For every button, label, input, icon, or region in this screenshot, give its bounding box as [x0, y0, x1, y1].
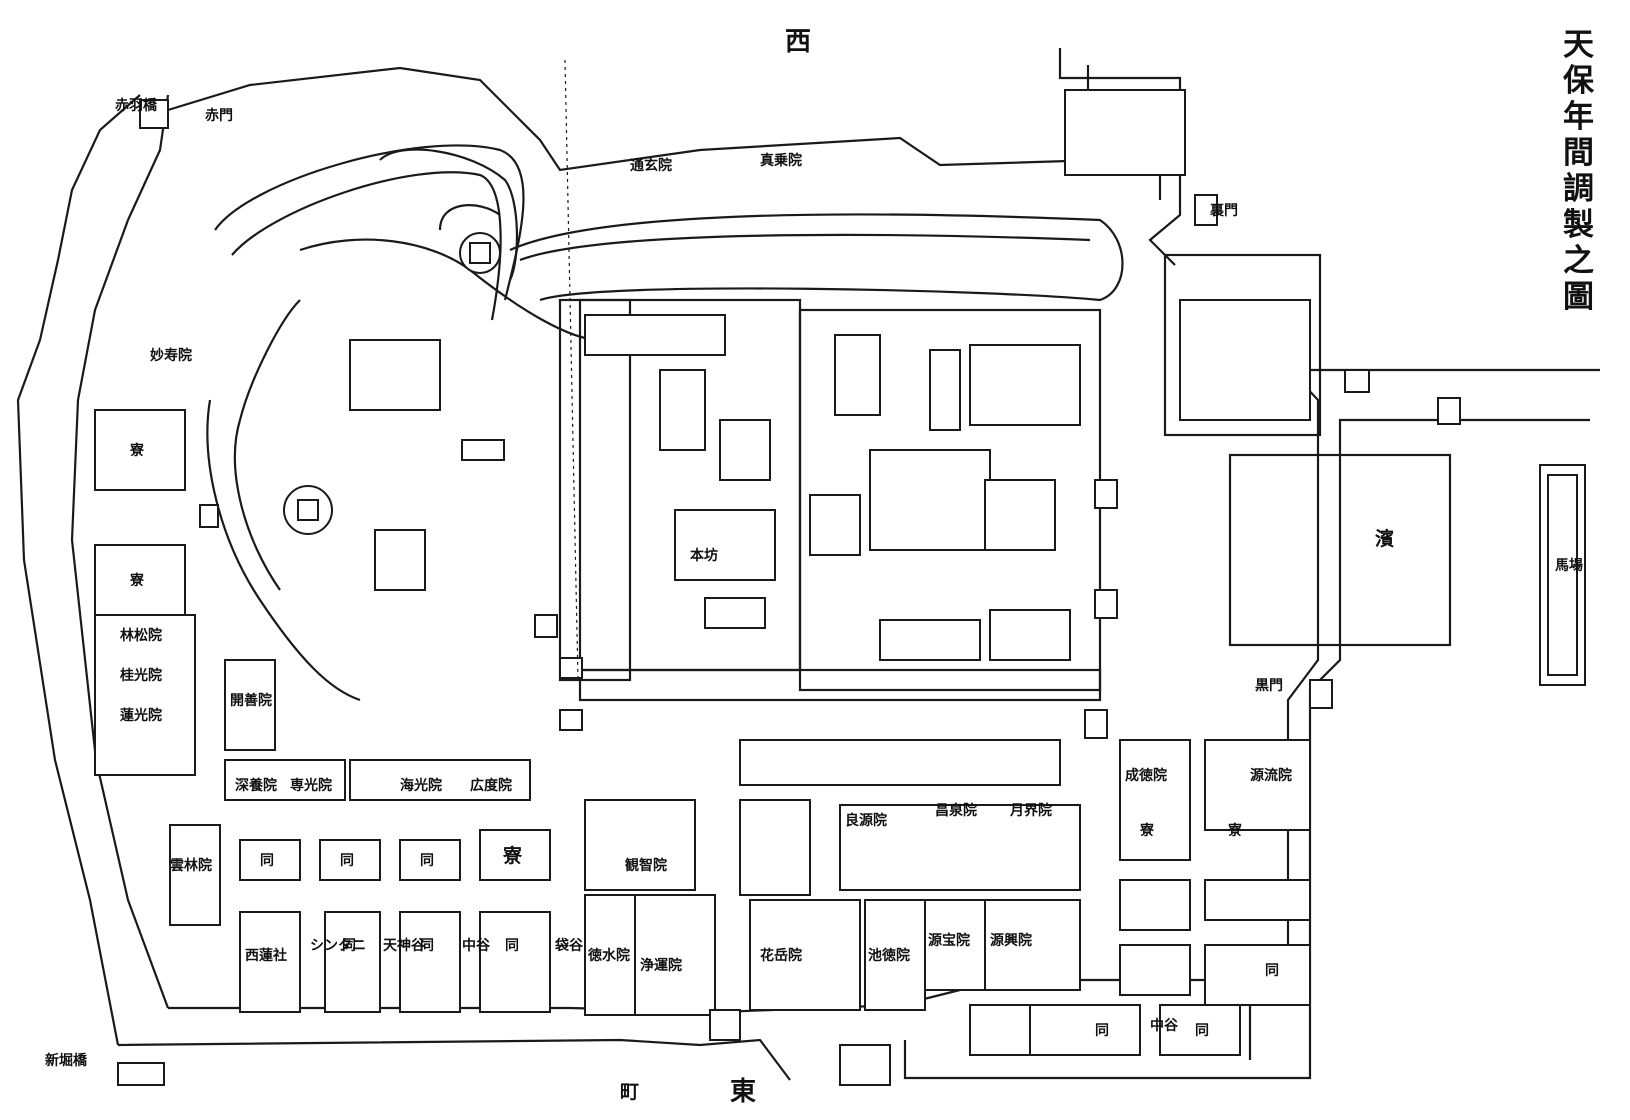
label-kuromon: 黒門 [1255, 678, 1283, 694]
label-tsuuzen: 通玄院 [630, 157, 672, 174]
survey-line [564, 59, 579, 681]
east-compound [1064, 89, 1586, 686]
label-senko: 専光院 [290, 777, 332, 794]
label-baba: 馬場 [1555, 557, 1583, 574]
label-jotoku: 成徳院 [1125, 767, 1167, 784]
label-genryu: 源流院 [1250, 767, 1292, 784]
label-ryoko: 良源院 [845, 812, 887, 829]
label-kaiko: 海光院 [400, 777, 442, 794]
label-hama: 濱 [1375, 527, 1394, 550]
label-onaji-8: 同 [1195, 1023, 1209, 1039]
label-genrai: 源興院 [990, 932, 1032, 949]
label-onaji-2: 同 [340, 853, 354, 869]
label-sairen: 西蓮社 [245, 947, 287, 964]
label-shibahashi: 新堀橋 [45, 1052, 88, 1069]
label-kyo-5: 寮 [1227, 822, 1243, 839]
label-akamon: 赤門 [205, 108, 233, 124]
label-east-town: 東 [730, 1077, 756, 1107]
label-onaji-6: 同 [505, 938, 519, 954]
label-urimon: 裏門 [1209, 202, 1238, 219]
label-sakutani: 袋谷 [554, 937, 584, 954]
label-honbo: 本坊 [690, 547, 718, 564]
label-shoko: 昌泉院 [935, 802, 977, 819]
label-jodo: 浄運院 [640, 957, 682, 974]
label-nakatani: 中谷 [462, 937, 491, 954]
label-onaji-3: 同 [420, 853, 434, 869]
label-tenjintani: 天神谷 [383, 937, 426, 954]
honbo-compound [558, 298, 1102, 702]
label-kyo-4: 寮 [1139, 822, 1155, 839]
label-onaji-7: 同 [1095, 1023, 1109, 1039]
label-kaizo: 開善院 [230, 692, 272, 709]
label-kyo-1: 寮 [129, 442, 145, 459]
label-onaji-4: 同 [342, 938, 356, 954]
label-nakatani-2: 中谷 [1150, 1017, 1179, 1034]
west-blocks [94, 339, 551, 1013]
label-onaji-9: 同 [1265, 963, 1279, 979]
label-myoju: 妙寿院 [150, 347, 192, 364]
label-shinjoin: 真乗院 [760, 152, 802, 169]
label-kanko: 観智院 [625, 857, 667, 874]
label-akahashi: 赤羽橋 [115, 97, 158, 114]
label-chitoku: 池徳院 [868, 947, 910, 964]
label-jikishin: 雲林院 [170, 857, 212, 874]
south-blocks [584, 739, 1311, 1086]
label-onaji-1: 同 [260, 853, 274, 869]
label-shinta: シンタニ [310, 938, 366, 954]
label-kanrin: 林松院 [120, 627, 162, 644]
label-hiroko: 広度院 [470, 777, 512, 794]
stair-marks [117, 99, 1461, 1086]
round-shrines [283, 232, 501, 535]
label-west: 西 [785, 27, 811, 57]
label-town: 町 [620, 1081, 639, 1103]
label-getsuko: 月界院 [1009, 802, 1052, 819]
label-genko: 源宝院 [928, 932, 970, 949]
labels: 天保年間調製之圖 西 東 町 濱 真乗院 通玄院 寮 寮 林松院 桂光院 蓮光院… [45, 27, 1595, 1107]
label-onaji-5: 同 [420, 938, 434, 954]
label-keiko: 桂光院 [119, 667, 162, 684]
label-kyo-3: 寮 [502, 844, 523, 867]
garden-paths [206, 144, 1124, 702]
label-kyo-2: 寮 [129, 572, 145, 589]
map-title: 天保年間調製之圖 [1563, 27, 1595, 315]
label-tokusui: 徳水院 [587, 947, 630, 964]
label-hanko: 花岳院 [760, 947, 802, 964]
label-renko: 蓮光院 [120, 707, 162, 724]
label-shinyo: 深養院 [235, 777, 277, 794]
